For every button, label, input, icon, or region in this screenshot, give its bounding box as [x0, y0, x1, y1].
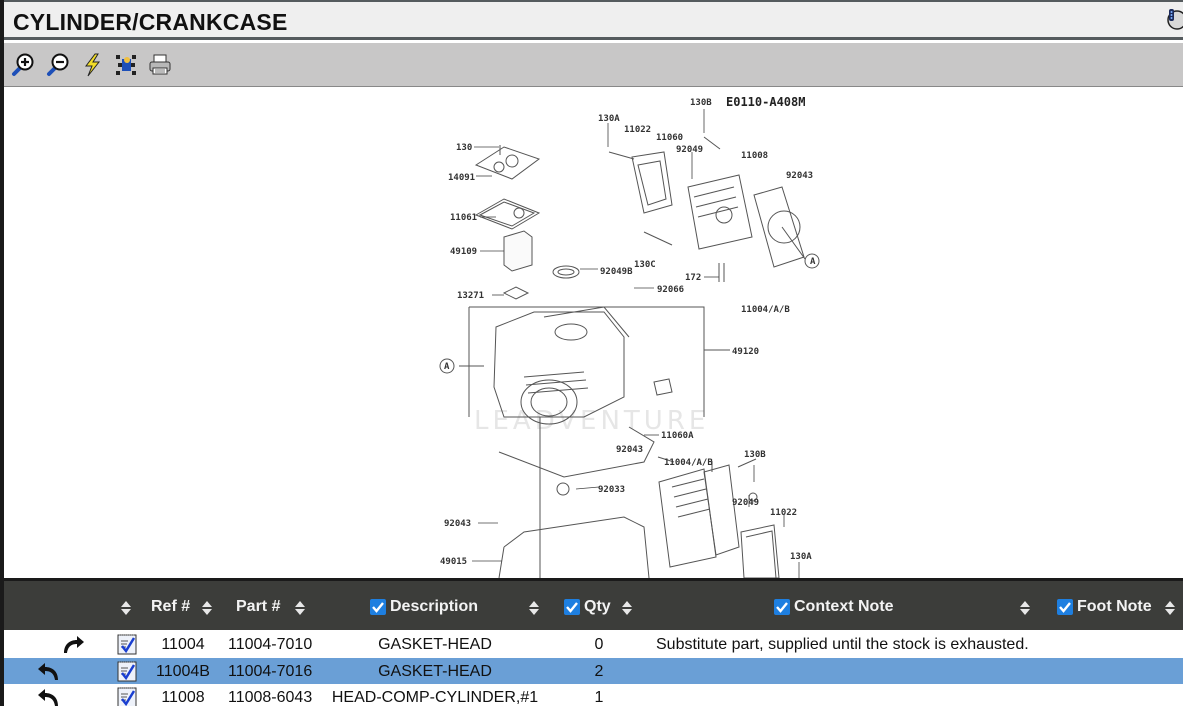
- sort-icon-context-note[interactable]: [1020, 601, 1030, 617]
- callout[interactable]: A: [444, 362, 450, 372]
- callout[interactable]: 11060A: [661, 431, 694, 441]
- cell-description: HEAD-COMP-CYLINDER,#1: [331, 689, 539, 706]
- sort-icon-part[interactable]: [295, 601, 305, 617]
- callout[interactable]: 92043: [786, 171, 813, 181]
- cell-ref: 11004B: [156, 663, 210, 680]
- sort-icon-qty[interactable]: [622, 601, 632, 617]
- cell-context-note: Substitute part, supplied until the stoc…: [656, 636, 1029, 653]
- callout[interactable]: 11004/A/B: [664, 458, 713, 468]
- callout[interactable]: 130: [456, 143, 472, 153]
- notes-icon[interactable]: [116, 659, 138, 682]
- table-header: Ref # Part # Description Qty Context Not…: [4, 578, 1183, 630]
- zoom-in-icon[interactable]: [10, 52, 36, 78]
- cell-part[interactable]: 11008-6043: [228, 689, 313, 706]
- callout[interactable]: 92066: [657, 285, 684, 295]
- callout[interactable]: 130A: [598, 114, 620, 124]
- parts-diagram[interactable]: LEADVENTURE: [4, 87, 1183, 578]
- callout[interactable]: 130C: [634, 260, 656, 270]
- column-toggle-foot-note[interactable]: [1057, 599, 1073, 615]
- column-header-ref[interactable]: Ref #: [151, 598, 191, 615]
- callout[interactable]: 11004/A/B: [741, 305, 790, 315]
- redo-arrow-icon[interactable]: [60, 634, 86, 654]
- callout[interactable]: 130B: [744, 450, 766, 460]
- callout[interactable]: 92033: [598, 485, 625, 495]
- parts-table: Ref # Part # Description Qty Context Not…: [4, 578, 1183, 706]
- callout[interactable]: 11008: [741, 151, 768, 161]
- callout[interactable]: 49120: [732, 347, 759, 357]
- table-row[interactable]: 11008 11008-6043 HEAD-COMP-CYLINDER,#1 1: [4, 684, 1183, 706]
- column-header-part[interactable]: Part #: [236, 598, 281, 615]
- cell-qty: 1: [594, 689, 604, 706]
- callout[interactable]: 130A: [790, 552, 812, 562]
- column-header-context-note[interactable]: Context Note: [794, 598, 894, 615]
- cell-ref: 11008: [161, 689, 205, 706]
- callout[interactable]: 14091: [448, 173, 475, 183]
- callout[interactable]: 11022: [624, 125, 651, 135]
- diagram-callouts: 130B 130A 11022 11060 92049 11008 92043 …: [440, 98, 816, 567]
- column-header-description[interactable]: Description: [390, 598, 479, 615]
- column-toggle-qty[interactable]: [564, 599, 580, 615]
- callout[interactable]: 11061: [450, 213, 477, 223]
- cell-qty: 2: [594, 663, 604, 680]
- exploded-view-drawing: LEADVENTURE: [439, 95, 820, 578]
- undo-arrow-icon[interactable]: [36, 687, 62, 706]
- column-header-foot-note[interactable]: Foot Note: [1077, 598, 1152, 615]
- callout[interactable]: 11022: [770, 508, 797, 518]
- zoom-out-icon[interactable]: [45, 52, 71, 78]
- sort-icon-action[interactable]: [121, 601, 131, 617]
- diagram-watermark: LEADVENTURE: [474, 406, 709, 436]
- column-toggle-description[interactable]: [370, 599, 386, 615]
- fit-to-window-icon[interactable]: [113, 52, 139, 78]
- callout[interactable]: 172: [685, 273, 701, 283]
- callout[interactable]: 92049B: [600, 267, 633, 277]
- callout[interactable]: 11060: [656, 133, 683, 143]
- callout[interactable]: 130B: [690, 98, 712, 108]
- title-bar: CYLINDER/CRANKCASE: [4, 0, 1183, 40]
- cell-description: GASKET-HEAD: [378, 663, 492, 680]
- column-header-qty[interactable]: Qty: [584, 598, 611, 615]
- drawing-code: E0110-A408M: [726, 95, 805, 109]
- cell-ref: 11004: [161, 636, 205, 653]
- cell-qty: 0: [594, 636, 604, 653]
- callout[interactable]: 13271: [457, 291, 484, 301]
- toolbar: [4, 42, 1183, 87]
- page-title: CYLINDER/CRANKCASE: [13, 9, 288, 35]
- callout[interactable]: 92049: [732, 498, 759, 508]
- callout[interactable]: 92043: [444, 519, 471, 529]
- notes-icon[interactable]: [116, 632, 138, 655]
- table-row-selected[interactable]: 11004B 11004-7016 GASKET-HEAD 2: [4, 658, 1183, 684]
- lightning-icon[interactable]: [80, 52, 106, 78]
- callout[interactable]: 92049: [676, 145, 703, 155]
- cell-description: GASKET-HEAD: [378, 636, 492, 653]
- callout[interactable]: A: [810, 257, 816, 267]
- cell-part[interactable]: 11004-7016: [228, 663, 313, 680]
- manual-help-icon[interactable]: [1165, 7, 1183, 31]
- notes-icon[interactable]: [116, 685, 138, 706]
- table-row[interactable]: 11004 11004-7010 GASKET-HEAD 0 Substitut…: [4, 631, 1183, 657]
- cell-part[interactable]: 11004-7010: [228, 636, 313, 653]
- undo-arrow-icon[interactable]: [36, 661, 62, 681]
- callout[interactable]: 92043: [616, 445, 643, 455]
- callout[interactable]: 49015: [440, 557, 467, 567]
- printer-icon[interactable]: [147, 52, 173, 78]
- sort-icon-ref[interactable]: [202, 601, 212, 617]
- callout[interactable]: 49109: [450, 247, 477, 257]
- column-toggle-context-note[interactable]: [774, 599, 790, 615]
- sort-icon-foot-note[interactable]: [1165, 601, 1175, 617]
- sort-icon-description[interactable]: [529, 601, 539, 617]
